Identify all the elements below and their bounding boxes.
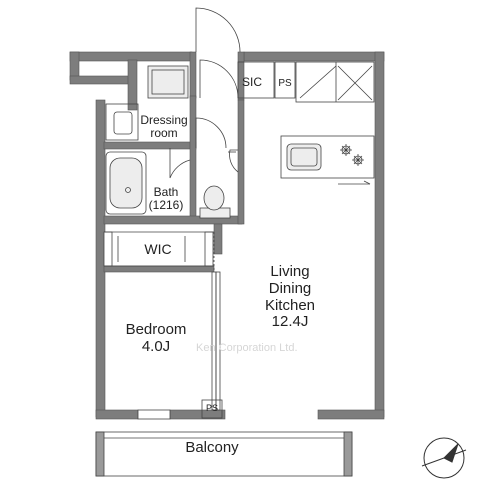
- bath-label: Bath (1216): [142, 185, 190, 213]
- outer-wall-bottom-right: [317, 409, 385, 420]
- balcony: [95, 431, 353, 477]
- wall-ldk-stub: [213, 223, 223, 255]
- dressing-room-label: Dressing room: [136, 113, 192, 141]
- wic-label: WIC: [144, 241, 172, 257]
- ldk-line-2: Dining: [268, 279, 312, 297]
- sanitary: [105, 65, 236, 219]
- bath-line-2: (1216): [148, 198, 184, 213]
- walls: [69, 51, 385, 420]
- outer-wall-top-right: [243, 51, 385, 62]
- ldk-line-3: Kitchen: [264, 296, 316, 314]
- ps-top-label: PS: [278, 78, 292, 89]
- wic-door-2: [204, 231, 214, 267]
- ldk-line-4: 12.4J: [271, 313, 309, 331]
- wc-door-2: [229, 149, 239, 173]
- bath-line-1: Bath: [153, 185, 179, 199]
- north-arrow-icon: [421, 437, 467, 479]
- dressing-line-1: Dressing: [140, 113, 188, 127]
- dressing-line-2: room: [150, 126, 178, 141]
- bedroom-window-door: [137, 409, 171, 420]
- kitchen-sink-icon: [286, 143, 322, 171]
- ldk-line-1: Living: [270, 263, 310, 280]
- kitchen: [280, 61, 375, 185]
- wic-door: [103, 231, 113, 267]
- ps-box-bottom: [201, 399, 223, 419]
- watermark: Ken Corporation Ltd.: [196, 342, 298, 354]
- wall-wc-right: [237, 99, 245, 225]
- balcony-post-right: [343, 431, 353, 477]
- toilet-icon: [203, 185, 225, 211]
- stove-burner-icon: [340, 144, 364, 166]
- outer-wall-top: [69, 51, 193, 62]
- balcony-post-left: [95, 431, 105, 477]
- vanity: [105, 103, 139, 141]
- washing-machine-icon: [147, 65, 189, 99]
- partitions: [103, 231, 221, 420]
- balcony-label: Balcony: [185, 439, 239, 456]
- sliding-door-bedroom: [211, 271, 217, 411]
- ps-bottom-label: PS: [205, 403, 218, 413]
- outer-wall-bottom-left: [95, 409, 139, 420]
- bath-door: [169, 148, 191, 179]
- ps-box-top: [274, 61, 296, 99]
- doors: [169, 7, 241, 179]
- entrance-door: [195, 7, 241, 53]
- outer-wall-right: [374, 51, 385, 418]
- kitchen-counter: [280, 135, 375, 179]
- refrigerator-space: [295, 61, 375, 103]
- sliding-door-bedroom-2: [215, 271, 221, 411]
- wall-box-right: [127, 59, 138, 111]
- wall-entry-left: [189, 51, 197, 99]
- wall-box-bottom: [69, 75, 131, 85]
- shaft-boxes: [201, 61, 296, 419]
- wall-dressing-bottom: [103, 141, 197, 150]
- sic-shelf: [237, 61, 275, 99]
- bedroom-line-2: 4.0J: [141, 337, 171, 355]
- sic-label: SIC: [241, 75, 262, 89]
- sic-door: [199, 59, 239, 99]
- wall-wic-bottom: [103, 265, 215, 273]
- bedroom-line-1: Bedroom: [125, 321, 187, 338]
- ldk-label: Living Dining Kitchen 12.4J: [250, 263, 330, 331]
- wc-door: [195, 117, 227, 149]
- bedroom-label: Bedroom 4.0J: [114, 321, 198, 356]
